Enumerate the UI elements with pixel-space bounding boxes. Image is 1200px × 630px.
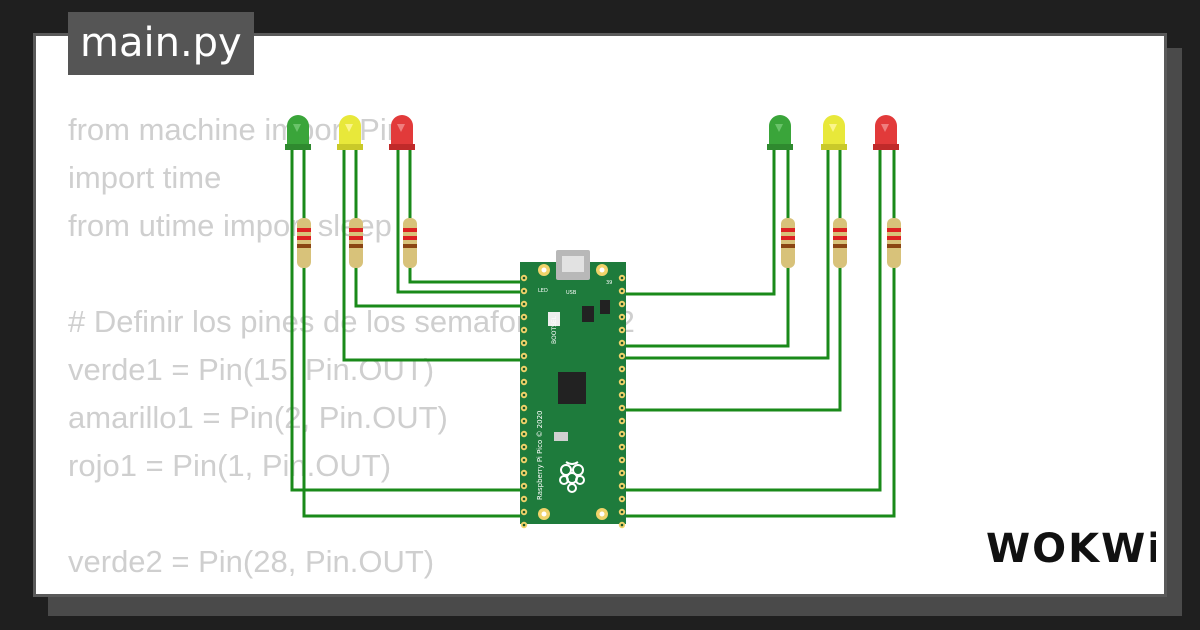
led-green-1[interactable]	[285, 115, 311, 150]
led-yellow-2[interactable]	[821, 115, 847, 150]
code-line: from utime import sleep	[68, 208, 392, 243]
pin-hole	[620, 510, 624, 514]
resistor	[833, 218, 847, 268]
pin-hole	[522, 380, 526, 384]
file-tab[interactable]: main.py	[68, 12, 254, 75]
pin-hole	[620, 289, 624, 293]
bootsel-label: BOOTSEL	[551, 315, 558, 344]
wire	[396, 150, 522, 294]
wire	[620, 150, 882, 492]
wokwi-logo-icon: WOKWi	[986, 526, 1161, 572]
pin-hole	[522, 497, 526, 501]
code-line: amarillo1 = Pin(2, Pin.OUT)	[68, 400, 448, 435]
pin-hole	[522, 419, 526, 423]
wire	[620, 150, 830, 360]
pin-hole	[522, 484, 526, 488]
resistor	[887, 218, 901, 268]
code-line: import time	[68, 160, 222, 195]
wokwi-logo: WOKWi	[986, 526, 1161, 582]
code-line: verde1 = Pin(15, Pin.OUT)	[68, 352, 435, 387]
pin-hole	[522, 354, 526, 358]
pin-hole	[620, 523, 624, 527]
board-silkscreen: Raspberry Pi Pico © 2020	[536, 411, 544, 501]
pin-hole	[522, 276, 526, 280]
pin-hole	[620, 315, 624, 319]
pin-hole	[522, 458, 526, 462]
wire	[620, 150, 776, 296]
pin-hole	[620, 471, 624, 475]
pin-hole	[522, 341, 526, 345]
pin-hole	[522, 523, 526, 527]
wire	[620, 150, 896, 518]
pin-hole	[522, 471, 526, 475]
rp2040-chip	[558, 372, 586, 404]
pin-hole	[620, 380, 624, 384]
led-label: LED	[538, 288, 548, 294]
leds	[285, 115, 899, 150]
raspberry-logo-icon	[559, 461, 585, 493]
pin-hole	[522, 432, 526, 436]
pin-hole	[620, 302, 624, 306]
pin-hole	[620, 484, 624, 488]
wokwi-logo-text: WOKWi	[986, 526, 1156, 572]
pin-hole	[522, 289, 526, 293]
resistor	[297, 218, 311, 268]
pin-hole	[522, 510, 526, 514]
pin-hole	[620, 445, 624, 449]
pin-hole	[522, 445, 526, 449]
resistor	[349, 218, 363, 268]
wire	[408, 150, 522, 284]
led-green-2[interactable]	[767, 115, 793, 150]
pin-hole	[522, 315, 526, 319]
pin-hole	[522, 367, 526, 371]
pin-hole	[620, 458, 624, 462]
bootsel-button[interactable]	[548, 312, 560, 326]
pin-hole	[522, 302, 526, 306]
pin-hole	[522, 393, 526, 397]
wire	[302, 150, 522, 518]
pin-hole	[620, 341, 624, 345]
wire	[290, 150, 522, 492]
pin-hole	[620, 367, 624, 371]
code-line: from machine import Pin	[68, 112, 404, 147]
pin-hole	[620, 276, 624, 280]
led-red-1[interactable]	[389, 115, 415, 150]
pin-hole	[620, 497, 624, 501]
wire	[620, 150, 790, 348]
pin-hole	[522, 328, 526, 332]
code-background: from machine import Pin import time from u…	[68, 106, 635, 594]
code-line: rojo1 = Pin(1, Pin.OUT)	[68, 448, 392, 483]
pin-hole	[620, 328, 624, 332]
wire	[620, 150, 842, 412]
led-yellow-1[interactable]	[337, 115, 363, 150]
pin-label: 39	[606, 280, 612, 286]
pin-hole	[620, 406, 624, 410]
pin-hole	[522, 406, 526, 410]
resistor	[781, 218, 795, 268]
usb-label: USB	[566, 290, 577, 296]
led-red-2[interactable]	[873, 115, 899, 150]
wire	[342, 150, 522, 362]
pin-hole	[620, 419, 624, 423]
pin-hole	[620, 354, 624, 358]
code-line: amarillo2 = Pin(22, Pin.OUT)	[68, 586, 635, 594]
resistors	[297, 218, 901, 268]
pico-board[interactable]: LED USB 39 BOOTSEL Raspberry Pi Pico © 2…	[520, 250, 626, 529]
wire	[354, 150, 522, 308]
pin-hole	[620, 393, 624, 397]
pin-hole	[620, 432, 624, 436]
right-pin-header	[618, 274, 626, 529]
resistor	[403, 218, 417, 268]
code-line: verde2 = Pin(28, Pin.OUT)	[68, 544, 435, 579]
left-pin-header	[520, 274, 528, 529]
